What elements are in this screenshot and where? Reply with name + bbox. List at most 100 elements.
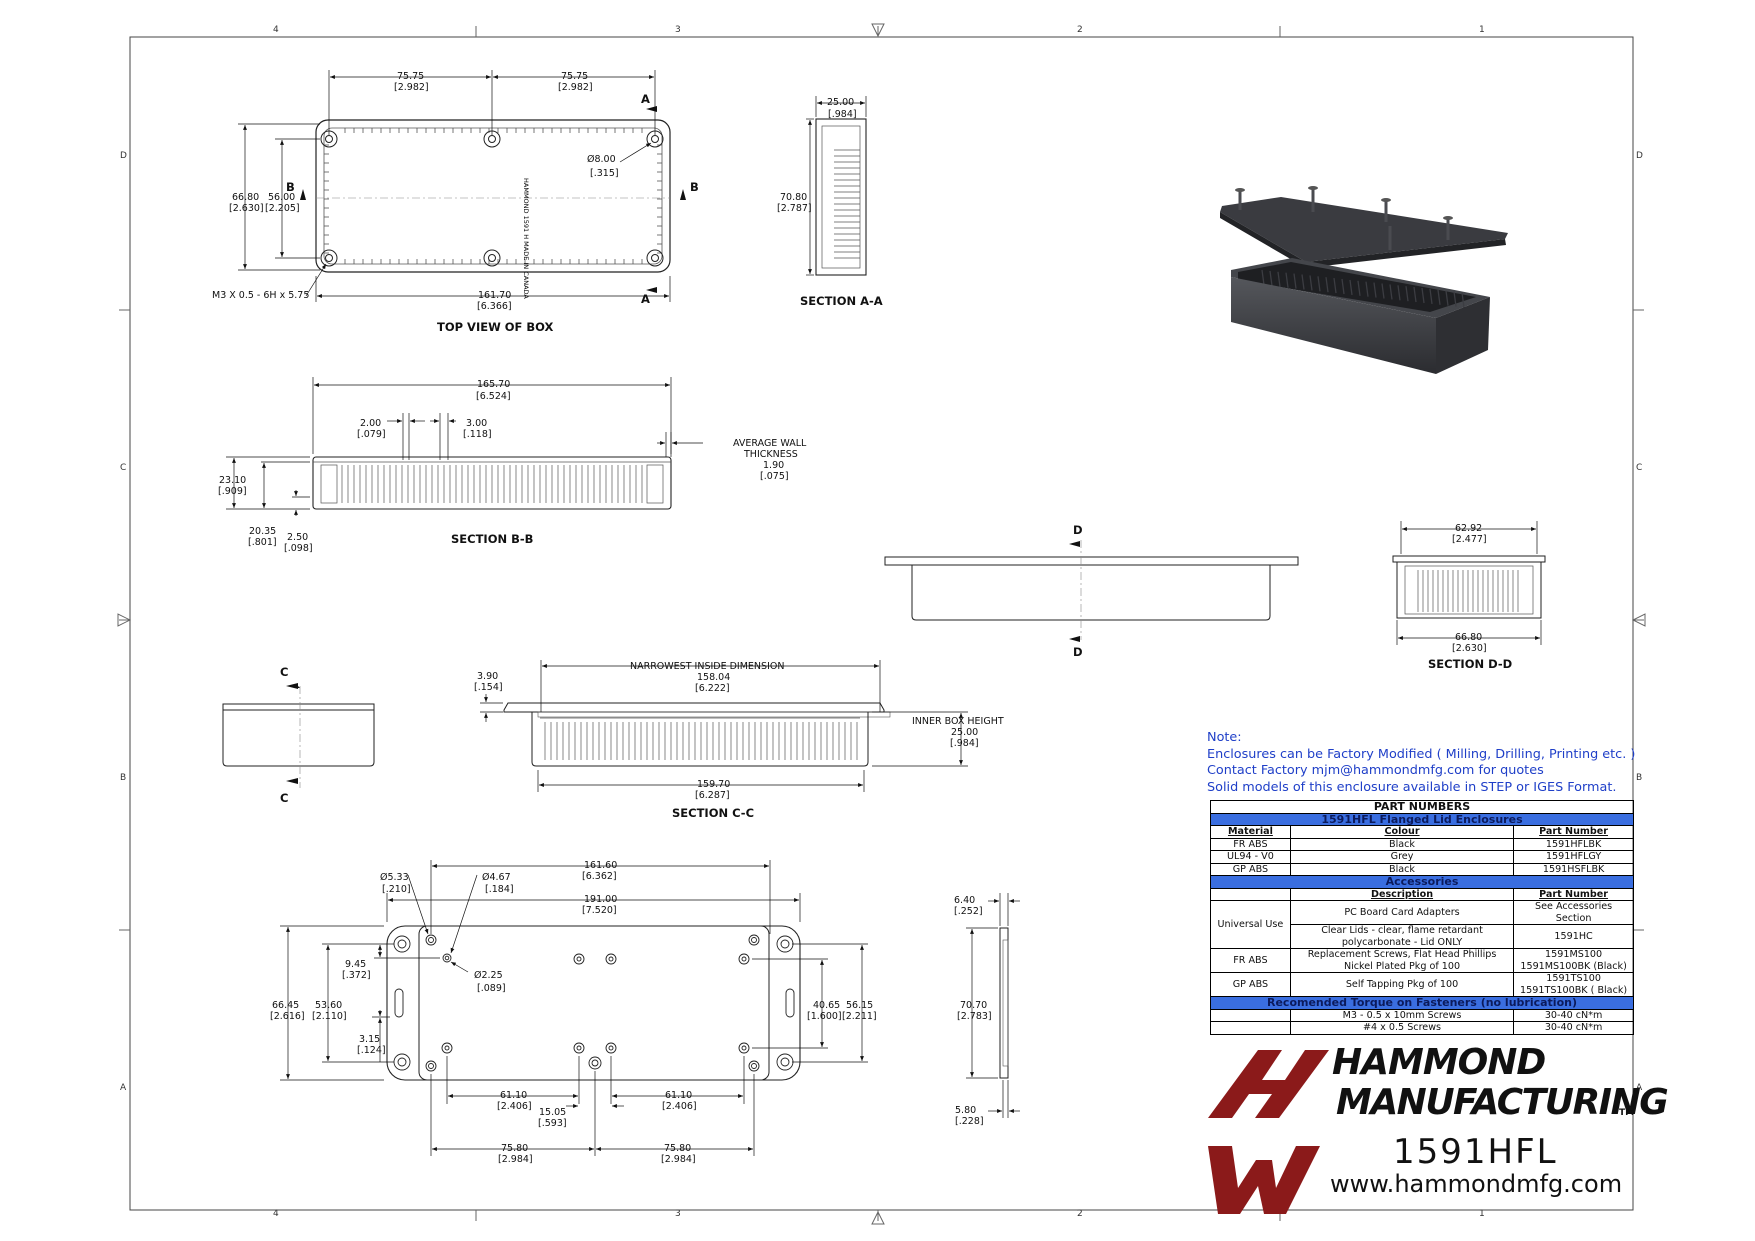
- website-url: www.hammondmfg.com: [1330, 1170, 1623, 1198]
- rib-line: [1397, 285, 1401, 301]
- cc-inner-height-label: INNER BOX HEIGHT: [912, 716, 1004, 727]
- dim-75-75-left-in: [2.982]: [394, 82, 429, 93]
- table-row: #4 x 0.5 Screws 30-40 cN*m: [1210, 1021, 1634, 1035]
- fr-abs-cell: FR ABS: [1210, 948, 1291, 973]
- note-title: Note:: [1207, 730, 1242, 745]
- bb-dim-23-10-in: [.909]: [218, 486, 247, 497]
- rib-line: [1461, 292, 1465, 308]
- svg-text:4: 4: [273, 1209, 279, 1219]
- part-numbers-title: PART NUMBERS: [1210, 800, 1634, 814]
- bb-dim-165-70-in: [6.524]: [476, 391, 511, 402]
- cc-inner-height: 25.00: [951, 727, 978, 738]
- bb-wall-value-in: [.075]: [760, 471, 789, 482]
- cc-inner-height-in: [.984]: [950, 738, 979, 749]
- flanged-lid-header: 1591HFL Flanged Lid Enclosures: [1210, 812, 1634, 826]
- section-cc: NARROWEST INSIDE DIMENSION 158.04 [6.222…: [474, 660, 1004, 820]
- cc-dim-159-70-in: [6.287]: [695, 790, 730, 801]
- bb-dim-20-35-in: [.801]: [248, 537, 277, 548]
- bb-dim-3-00: 3.00: [466, 418, 487, 429]
- acc-part-line: 1591MS100: [1545, 949, 1603, 960]
- note-models: Solid models of this enclosure available…: [1207, 779, 1617, 795]
- svg-text:B: B: [286, 180, 295, 194]
- svg-text:B: B: [120, 773, 126, 783]
- acc-desc-cell: Clear Lids - clear, flame retardant poly…: [1289, 924, 1515, 949]
- svg-text:C: C: [280, 791, 288, 805]
- lid-dim-56-15: 56.15: [846, 1000, 873, 1011]
- side-dim-5-80-in: [.228]: [955, 1116, 984, 1127]
- colour-cell: Black: [1289, 862, 1515, 876]
- table-row: FR ABS Replacement Screws, Flat Head Phi…: [1210, 948, 1634, 973]
- part-numbers-table: PART NUMBERS 1591HFL Flanged Lid Enclosu…: [1210, 800, 1634, 1035]
- side-dim-5-80: 5.80: [955, 1105, 976, 1116]
- aa-dim-70-80-in: [2.787]: [777, 203, 812, 214]
- rib-line: [1421, 287, 1425, 304]
- accessories-header: Accessories: [1210, 875, 1634, 889]
- dd-dim-66-80: 66.80: [1455, 632, 1482, 643]
- cc-narrowest-label: NARROWEST INSIDE DIMENSION: [630, 661, 784, 672]
- enclosure-3d-render: [1220, 186, 1508, 374]
- rib-line: [1269, 270, 1273, 286]
- brand-manufacturing: MANUFACTURING: [1336, 1082, 1669, 1123]
- bb-dim-20-35: 20.35: [249, 526, 276, 537]
- svg-text:3: 3: [675, 1209, 681, 1219]
- svg-text:D: D: [1636, 151, 1643, 161]
- lid-dim-15-05: 15.05: [539, 1107, 566, 1118]
- rib-line: [1325, 277, 1329, 293]
- acc-desc-cell: Replacement Screws, Flat Head Phillips N…: [1289, 948, 1515, 973]
- cc-dim-158-04: 158.04: [697, 672, 730, 683]
- dd-dim-62-92-in: [2.477]: [1452, 534, 1487, 545]
- svg-text:D: D: [1073, 523, 1083, 537]
- cc-dim-158-04-in: [6.222]: [695, 683, 730, 694]
- dim-75-75-right-in: [2.982]: [558, 82, 593, 93]
- lid-dim-dia-5-33: Ø5.33: [380, 872, 409, 883]
- lid-dim-dia-4-67-in: [.184]: [485, 884, 514, 895]
- part-number-header: Part Number: [1513, 825, 1634, 839]
- torque-value-cell: 30-40 cN*m: [1513, 1021, 1634, 1035]
- dim-dia-8: Ø8.00: [587, 154, 616, 165]
- center-marks: [117, 23, 1646, 1225]
- rib-line: [1445, 290, 1449, 306]
- bb-dim-23-10: 23.10: [219, 475, 246, 486]
- lid-dim-161-60: 161.60: [584, 860, 617, 871]
- material-cell: FR ABS: [1210, 837, 1291, 851]
- material-header: Material: [1210, 825, 1291, 839]
- aa-dim-25-in: [.984]: [828, 109, 857, 120]
- table-row: GP ABS Black 1591HSFLBK: [1210, 862, 1634, 876]
- thread-callout: M3 X 0.5 - 6H x 5.75: [212, 290, 309, 301]
- material-cell: GP ABS: [1210, 862, 1291, 876]
- rib-line: [1277, 271, 1281, 287]
- dim-75-75-right: 75.75: [561, 71, 588, 82]
- cc-dim-159-70: 159.70: [697, 779, 730, 790]
- lid-dim-dia-2-25: Ø2.25: [474, 970, 503, 981]
- acc-desc-cell: Self Tapping Pkg of 100: [1289, 972, 1515, 997]
- svg-text:B: B: [690, 180, 699, 194]
- dim-56-00-in: [2.205]: [265, 203, 300, 214]
- bb-dim-3-00-in: [.118]: [463, 429, 492, 440]
- acc-part-line: 1591MS100BK (Black): [1520, 960, 1627, 972]
- bb-wall-label-2: THICKNESS: [743, 449, 798, 460]
- top-view-outline: [315, 119, 671, 273]
- table-row: M3 - 0.5 x 10mm Screws 30-40 cN*m: [1210, 1008, 1634, 1022]
- svg-text:2: 2: [1077, 25, 1083, 35]
- section-dd: 62.92 [2.477] 66.80 [2.630] SECTION D-D: [1392, 521, 1546, 671]
- material-cell: UL94 - V0: [1210, 850, 1291, 864]
- lid-dim-dia-5-33-in: [.210]: [382, 884, 411, 895]
- rib-line: [1317, 276, 1321, 292]
- dim-dia-8-in: [.315]: [590, 168, 619, 179]
- cc-dim-3-90-in: [.154]: [474, 682, 503, 693]
- description-header: Description: [1289, 887, 1515, 901]
- universal-use-cell: Universal Use: [1210, 900, 1291, 949]
- svg-text:A: A: [641, 92, 650, 106]
- lid-dim-61-10-right: 61.10: [665, 1090, 692, 1101]
- dim-66-80: 66.80: [232, 192, 259, 203]
- acc-part-line: 1591TS100BK ( Black): [1520, 984, 1628, 996]
- svg-text:A: A: [120, 1083, 127, 1093]
- lid-side-view: 6.40 [.252] 70.70 [2.783] 5.80 [.228]: [954, 893, 1020, 1127]
- lid-dim-66-45: 66.45: [272, 1000, 299, 1011]
- section-aa: 25.00 [.984] 70.80 [2.787] SECTION A-A: [777, 96, 883, 308]
- part-cell: 1591HFLGY: [1513, 850, 1634, 864]
- section-aa-title: SECTION A-A: [800, 294, 883, 308]
- lid-bottom-view: 161.60 [6.362] 191.00 [7.520] Ø5.33 [.21…: [270, 860, 877, 1165]
